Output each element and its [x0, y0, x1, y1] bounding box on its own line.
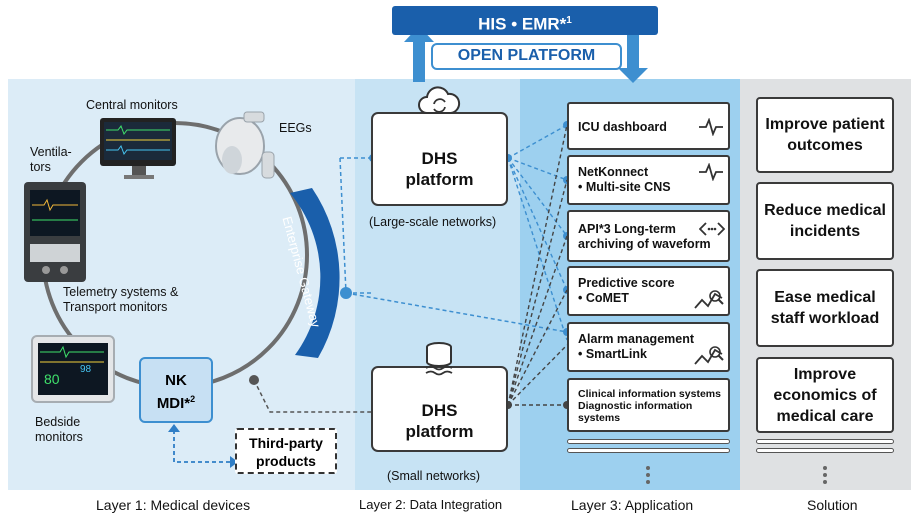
- ventilators-label: Ventila- tors: [30, 145, 72, 174]
- ventilator-icon: [24, 182, 86, 282]
- app-placeholder: [567, 439, 730, 444]
- app-icu-dashboard: ICU dashboard: [567, 102, 730, 150]
- layer1-label: Layer 1: Medical devices: [96, 497, 251, 513]
- his-emr-label: HIS • EMR*: [478, 14, 567, 34]
- his-emr-footnote: 1: [566, 15, 572, 26]
- app-title: ICU dashboard: [578, 120, 667, 134]
- dhs-small-title: DHS platform: [405, 401, 474, 441]
- app-api-archiving: API*3 Long-term archiving of waveform: [567, 210, 730, 262]
- app-clinical-information: Clinical information systems Diagnostic …: [567, 378, 730, 432]
- gateway-arc: [290, 188, 340, 358]
- mdi-footnote: 2: [190, 394, 196, 404]
- dhs-large-caption: (Large-scale networks): [369, 215, 497, 229]
- dhs-small-platform: DHS platform: [371, 366, 508, 452]
- central-monitor-icon: [100, 118, 176, 179]
- solution-placeholder: [756, 439, 894, 444]
- bedside-monitors-label: Bedside monitors: [35, 415, 83, 444]
- dhs-small-caption: (Small networks): [387, 469, 481, 483]
- app-title: API*3 Long-term archiving of waveform: [578, 222, 711, 251]
- third-party-box: Third-party products: [235, 428, 337, 474]
- down-arrow-shaft: [627, 30, 639, 72]
- solution-medical-incidents: Reduce medical incidents: [756, 182, 894, 260]
- app-title: NetKonnect • Multi-site CNS: [578, 165, 671, 194]
- mdi-label: MDI*: [156, 395, 191, 412]
- app-placeholder: [567, 448, 730, 453]
- waveform-icon: [699, 163, 723, 181]
- telemetry-label: Telemetry systems & Transport monitors: [63, 285, 179, 314]
- solution-staff-workload: Ease medical staff workload: [756, 269, 894, 347]
- eeg-headset-icon: [215, 111, 275, 179]
- dhs-large-title: DHS platform: [405, 149, 474, 189]
- app-title: Clinical information systems Diagnostic …: [578, 388, 721, 424]
- open-platform-badge: OPEN PLATFORM: [431, 43, 622, 70]
- app-alarm-management: Alarm management • SmartLink: [567, 322, 730, 372]
- central-monitors-label: Central monitors: [86, 98, 178, 112]
- cloud-icon: [417, 85, 461, 119]
- score-chart-icon: [694, 290, 724, 309]
- layer2-label: Layer 2: Data Integration: [359, 497, 503, 512]
- solution-label: Solution: [807, 497, 858, 513]
- solution-patient-outcomes: Improve patient outcomes: [756, 97, 894, 173]
- nk-label: NK: [165, 372, 187, 389]
- score-chart-icon: [694, 346, 724, 365]
- solution-economics: Improve economics of medical care: [756, 357, 894, 433]
- eegs-label: EEGs: [279, 121, 312, 135]
- svg-text:98: 98: [80, 364, 92, 375]
- svg-text:80: 80: [44, 371, 60, 387]
- code-icon: [699, 222, 725, 236]
- app-title: Alarm management • SmartLink: [578, 332, 695, 361]
- up-arrow-shaft: [413, 38, 425, 82]
- layer3-label: Layer 3: Application: [571, 497, 694, 513]
- database-icon: [421, 340, 457, 376]
- nk-mdi-box: NK MDI*2: [139, 357, 213, 423]
- down-arrow-head: [618, 68, 648, 83]
- his-emr-bar: HIS • EMR*1: [392, 6, 658, 35]
- app-title: Predictive score • CoMET: [578, 276, 675, 305]
- waveform-icon: [699, 118, 723, 136]
- bedside-monitor-icon: 80 98: [31, 335, 115, 403]
- solution-placeholder: [756, 448, 894, 453]
- dhs-large-platform: DHS platform: [371, 112, 508, 206]
- app-netkonnect: NetKonnect • Multi-site CNS: [567, 155, 730, 205]
- app-predictive-score: Predictive score • CoMET: [567, 266, 730, 316]
